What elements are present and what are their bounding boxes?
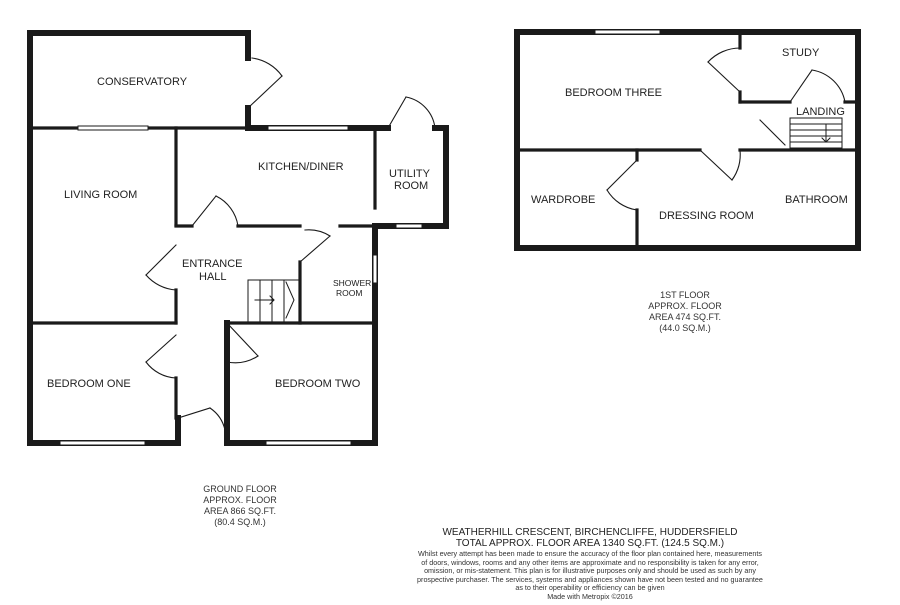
- room-label-study: STUDY: [782, 47, 820, 59]
- ground-floor-doors: [145, 57, 436, 431]
- room-label-entrance-line2: HALL: [199, 271, 227, 283]
- disclaimer-block: Whilst every attempt has been made to en…: [390, 549, 790, 602]
- ground-floor-area-line3: AREA 866 SQ.FT.: [203, 506, 277, 516]
- total-area-line: TOTAL APPROX. FLOOR AREA 1340 SQ.FT. (12…: [455, 538, 725, 549]
- room-label-conservatory: CONSERVATORY: [97, 76, 188, 88]
- disclaimer-line-1: Whilst every attempt has been made to en…: [418, 549, 762, 558]
- room-label-wardrobe: WARDROBE: [531, 194, 595, 206]
- disclaimer-line-2: of doors, windows, rooms and any other i…: [421, 557, 759, 567]
- address-line: WEATHERHILL CRESCENT, BIRCHENCLIFFE, HUD…: [442, 527, 738, 538]
- first-floor-area: 1ST FLOOR APPROX. FLOOR AREA 474 SQ.FT. …: [630, 290, 740, 334]
- ground-floor-area: GROUND FLOOR APPROX. FLOOR AREA 866 SQ.F…: [185, 484, 295, 528]
- disclaimer-line-4: prospective purchaser. The services, sys…: [417, 574, 763, 584]
- room-label-shower-line1: SHOWER: [333, 278, 371, 288]
- address-block: WEATHERHILL CRESCENT, BIRCHENCLIFFE, HUD…: [330, 527, 850, 549]
- first-floor-area-line3: AREA 474 SQ.FT.: [648, 312, 722, 322]
- first-floor-inner-walls: [515, 30, 860, 250]
- room-label-utility-line2: ROOM: [394, 180, 428, 192]
- first-floor-outer-walls: [514, 29, 861, 251]
- first-floor-stairs: [789, 117, 843, 149]
- room-label-entrance-line1: ENTRANCE: [182, 258, 243, 270]
- first-floor-area-line2: APPROX. FLOOR: [648, 301, 722, 311]
- room-label-kitchen-diner: KITCHEN/DINER: [258, 161, 344, 173]
- first-floor-area-line1: 1ST FLOOR: [660, 290, 710, 300]
- room-label-shower-line2: ROOM: [336, 288, 362, 298]
- ground-floor-stairs: [247, 279, 301, 324]
- ground-floor-windows: [59, 125, 423, 446]
- credit-line: Made with Metropix ©2016: [547, 591, 633, 601]
- first-floor-plan: [514, 29, 861, 251]
- room-label-dressing-room: DRESSING ROOM: [659, 210, 754, 222]
- ground-floor-inner-walls: [28, 126, 448, 420]
- ground-floor-area-line1: GROUND FLOOR: [203, 484, 277, 494]
- disclaimer-line-3: omission, or mis-statement. This plan is…: [424, 566, 756, 576]
- room-label-bedroom-three: BEDROOM THREE: [565, 87, 662, 99]
- room-label-living-room: LIVING ROOM: [64, 189, 137, 201]
- ground-floor-area-line2: APPROX. FLOOR: [203, 495, 277, 505]
- ground-floor-plan: [27, 30, 449, 446]
- room-label-utility-line1: UTILITY: [389, 168, 431, 180]
- room-label-bathroom: BATHROOM: [785, 194, 848, 206]
- room-label-bedroom-one: BEDROOM ONE: [47, 378, 131, 390]
- disclaimer-line-5: as to their operability or efficiency ca…: [515, 583, 665, 593]
- first-floor-area-line4: (44.0 SQ.M.): [659, 323, 711, 333]
- room-label-bedroom-two: BEDROOM TWO: [275, 378, 361, 390]
- first-floor-doors: [606, 47, 846, 211]
- room-label-landing: LANDING: [796, 106, 845, 118]
- ground-floor-area-line4: (80.4 SQ.M.): [214, 517, 266, 527]
- first-floor-windows: [594, 29, 661, 35]
